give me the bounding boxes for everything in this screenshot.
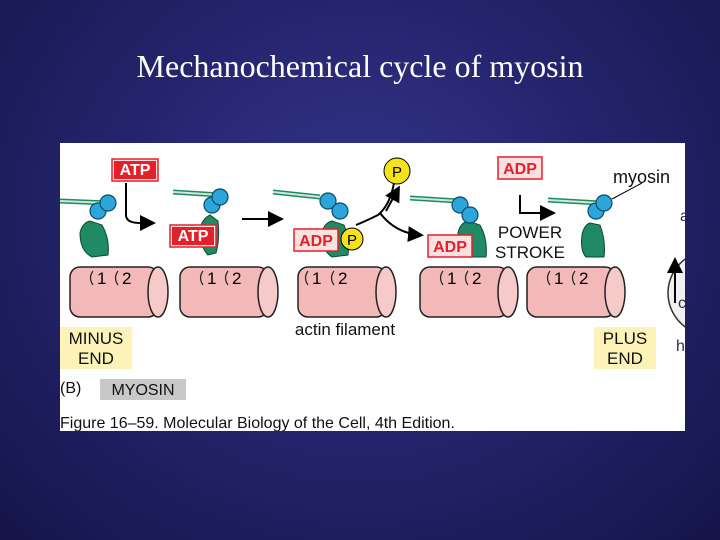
subunit-label: 1 <box>447 269 456 288</box>
power-text: POWER <box>498 223 562 242</box>
panel-name-label: MYOSIN <box>100 379 186 400</box>
plus-end-label: PLUS END <box>594 327 656 369</box>
actin-segment-1: 1 2 <box>69 266 169 318</box>
cut-text: a <box>680 208 685 225</box>
actin-filament: 1 2 1 2 1 2 1 2 <box>69 266 626 318</box>
arrow-power-stroke <box>519 195 556 221</box>
arrow-p-release <box>355 182 395 226</box>
adp-text: ADP <box>433 239 467 256</box>
actin-segment-3: 1 2 <box>297 266 397 318</box>
end-text: END <box>78 349 114 368</box>
myosin-stage-1 <box>60 194 117 258</box>
subunit-label: 2 <box>122 269 131 288</box>
panel-name-text: MYOSIN <box>111 382 174 399</box>
actin-segment-4: 1 2 <box>419 266 519 318</box>
atp-label-bound: ATP <box>169 224 217 248</box>
adp-label-top: ADP <box>497 156 543 180</box>
figure-caption: Figure 16–59. Molecular Biology of the C… <box>60 415 455 431</box>
adp-pi-label: ADP P <box>293 227 364 252</box>
power-stroke-label: POWER STROKE <box>495 223 565 262</box>
adp-label-bound: ADP <box>427 234 473 258</box>
subunit-label: 1 <box>312 269 321 288</box>
cycle-arrows <box>125 182 556 243</box>
actin-filament-label: actin filament <box>295 320 395 339</box>
subunit-label: 1 <box>554 269 563 288</box>
minus-text: MINUS <box>69 329 124 348</box>
end-text: END <box>607 349 643 368</box>
myosin-cycle-figure: 1 2 1 2 1 2 1 2 <box>60 143 685 431</box>
arrow-atp-binding <box>125 183 156 231</box>
actin-segment-2: 1 2 <box>179 266 279 318</box>
phosphate-text: P <box>347 232 357 249</box>
arrow-p-out <box>385 185 400 212</box>
subunit-label: 1 <box>97 269 106 288</box>
adp-text: ADP <box>299 233 333 250</box>
myosin-label: myosin <box>613 167 670 187</box>
atp-text: ATP <box>178 228 209 245</box>
subunit-label: 2 <box>338 269 347 288</box>
phosphate-text: P <box>392 164 402 181</box>
cut-text: c <box>678 295 685 312</box>
panel-letter: (B) <box>60 380 81 397</box>
subunit-label: 2 <box>579 269 588 288</box>
atp-label-top: ATP <box>111 158 159 182</box>
stroke-text: STROKE <box>495 243 565 262</box>
p-released-label: P <box>383 157 411 185</box>
actin-segment-5: 1 2 <box>526 266 626 318</box>
subunit-label: 2 <box>472 269 481 288</box>
minus-end-label: MINUS END <box>60 327 132 369</box>
arrow-to-stage-4 <box>379 212 424 243</box>
myosin-stage-5 <box>547 182 643 258</box>
slide-title: Mechanochemical cycle of myosin <box>136 48 584 84</box>
myosin-cycle-diagram: 1 2 1 2 1 2 1 2 <box>60 156 685 431</box>
cut-text: h <box>676 338 685 355</box>
plus-text: PLUS <box>603 329 647 348</box>
next-panel-fragment: a c h <box>667 208 685 355</box>
atp-text: ATP <box>120 162 151 179</box>
adp-text: ADP <box>503 161 537 178</box>
subunit-label: 2 <box>232 269 241 288</box>
subunit-label: 1 <box>207 269 216 288</box>
